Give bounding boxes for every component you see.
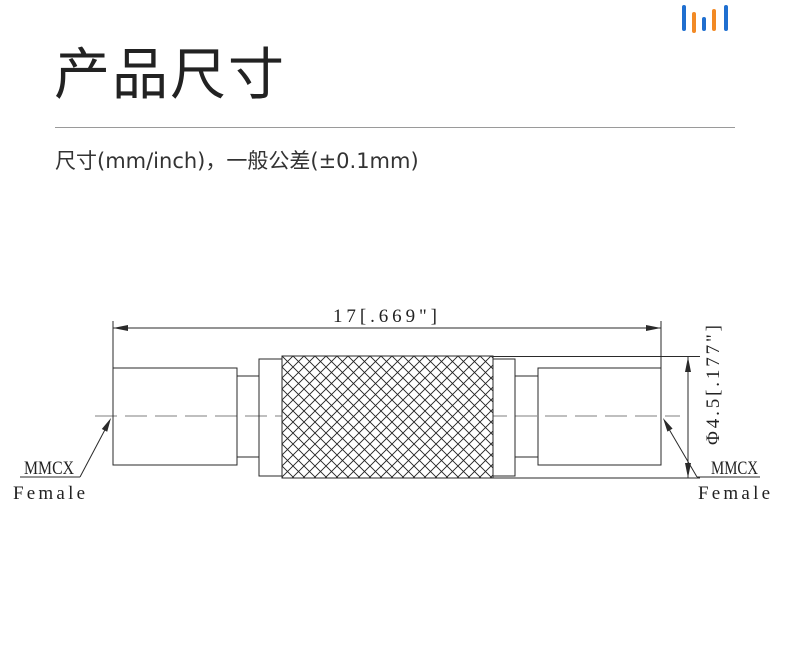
left-callout-leader <box>79 423 109 478</box>
title-divider <box>55 127 735 128</box>
left-callout-arrow <box>101 418 111 432</box>
left-connector-callout: MMCX Female <box>13 418 111 504</box>
diameter-dimension-label: Φ4.5[.177"] <box>703 325 724 445</box>
logo-bar <box>692 12 696 33</box>
length-dimension-label: 17[.669"] <box>333 306 437 327</box>
left-connector-shell <box>112 367 238 466</box>
left-neck <box>236 375 260 458</box>
diameter-dimension: Φ4.5[.177"] <box>493 325 724 479</box>
right-connector-shell <box>537 367 662 466</box>
adapter-body <box>112 355 662 479</box>
right-callout-arrow <box>663 418 673 432</box>
page-title: 产品尺寸 <box>54 43 286 108</box>
right-connector-type: MMCX <box>711 458 758 479</box>
logo-bar <box>724 5 728 31</box>
page-subtitle: 尺寸(mm/inch)，一般公差(±0.1mm) <box>55 149 419 173</box>
knurled-sleeve <box>281 355 494 479</box>
length-arrow-left <box>113 325 128 331</box>
diameter-arrow-top <box>685 357 691 372</box>
right-connector-callout: MMCX Female <box>663 418 770 504</box>
right-callout-leader <box>665 423 698 478</box>
length-arrow-right <box>646 325 661 331</box>
diameter-arrow-bottom <box>685 463 691 478</box>
left-connector-gender: Female <box>13 483 85 504</box>
logo-icon <box>682 5 728 33</box>
length-dimension: 17[.669"] <box>112 306 662 368</box>
right-neck <box>514 375 539 458</box>
right-flange <box>492 358 516 477</box>
logo-bar <box>702 17 706 31</box>
logo-bar <box>682 5 686 31</box>
right-connector-gender: Female <box>698 483 770 504</box>
logo-bar <box>712 9 716 31</box>
left-connector-type: MMCX <box>24 458 74 479</box>
dimension-drawing: 17[.669"] Φ4.5[.177"] MMCX Female MMCX F… <box>13 306 770 504</box>
left-flange <box>258 358 283 477</box>
